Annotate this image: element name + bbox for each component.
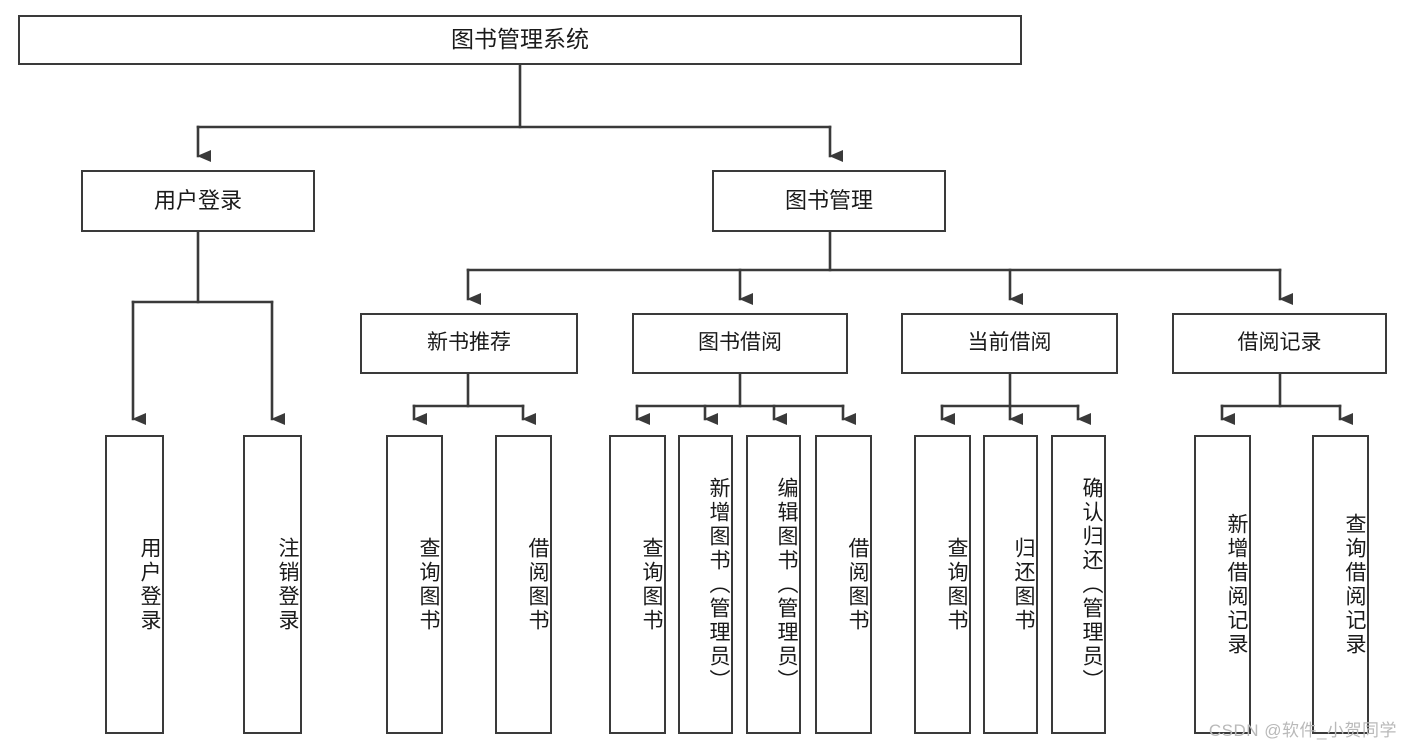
node-user-login[interactable]: 用户登录 (81, 170, 315, 232)
leaf-borrow-edit-label: 编辑图书（管理员） (775, 476, 798, 693)
csdn-watermark: CSDN @软件_小贺同学 (1208, 721, 1397, 740)
node-root[interactable]: 图书管理系统 (18, 15, 1022, 65)
leaf-cur-return-label: 归还图书 (1012, 536, 1035, 633)
node-borrow-record-label: 借阅记录 (1237, 331, 1322, 355)
leaf-borrow-do[interactable]: 借阅图书 (815, 435, 872, 734)
leaf-rec-borrow[interactable]: 借阅图书 (495, 435, 552, 734)
leaf-cur-confirm-label: 确认归还（管理员） (1080, 476, 1103, 693)
node-new-book-rec[interactable]: 新书推荐 (360, 313, 578, 374)
leaf-borrow-query[interactable]: 查询图书 (609, 435, 666, 734)
node-book-borrow[interactable]: 图书借阅 (632, 313, 848, 374)
leaf-borrow-add-label: 新增图书（管理员） (707, 476, 730, 693)
node-current-borrow-label: 当前借阅 (967, 331, 1052, 355)
leaf-rec-query-label: 查询图书 (417, 536, 440, 633)
leaf-user-login[interactable]: 用户登录 (105, 435, 164, 734)
node-book-borrow-label: 图书借阅 (698, 331, 782, 355)
leaf-cur-confirm[interactable]: 确认归还（管理员） (1051, 435, 1106, 734)
node-book-manage[interactable]: 图书管理 (712, 170, 946, 232)
leaf-borrow-query-label: 查询图书 (640, 536, 663, 633)
node-root-label: 图书管理系统 (451, 26, 589, 53)
node-current-borrow[interactable]: 当前借阅 (901, 313, 1118, 374)
leaf-rec-borrow-label: 借阅图书 (526, 536, 549, 633)
leaf-borrow-add[interactable]: 新增图书（管理员） (678, 435, 733, 734)
leaf-user-login-label: 用户登录 (138, 536, 161, 633)
node-borrow-record[interactable]: 借阅记录 (1172, 313, 1387, 374)
leaf-cur-return[interactable]: 归还图书 (983, 435, 1038, 734)
leaf-rec-add[interactable]: 新增借阅记录 (1194, 435, 1251, 734)
leaf-borrow-do-label: 借阅图书 (846, 536, 869, 633)
leaf-rec-query-rec-label: 查询借阅记录 (1343, 512, 1366, 657)
leaf-cur-query[interactable]: 查询图书 (914, 435, 971, 734)
leaf-rec-query-rec[interactable]: 查询借阅记录 (1312, 435, 1369, 734)
leaf-rec-add-label: 新增借阅记录 (1225, 512, 1248, 657)
node-book-manage-label: 图书管理 (784, 188, 873, 214)
leaf-cur-query-label: 查询图书 (945, 536, 968, 633)
leaf-user-logout-label: 注销登录 (276, 536, 299, 633)
leaf-rec-query[interactable]: 查询图书 (386, 435, 443, 734)
leaf-borrow-edit[interactable]: 编辑图书（管理员） (746, 435, 801, 734)
leaf-user-logout[interactable]: 注销登录 (243, 435, 302, 734)
node-user-login-label: 用户登录 (153, 188, 242, 214)
node-new-book-rec-label: 新书推荐 (427, 331, 511, 355)
